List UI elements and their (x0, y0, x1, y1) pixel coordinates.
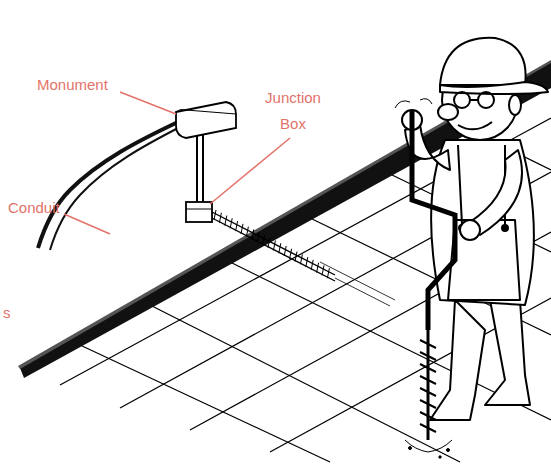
pavement-grid (60, 118, 551, 462)
worker-figure (402, 38, 548, 420)
part-label: Conduit (8, 199, 60, 217)
junction-box-symbol (186, 202, 212, 222)
part-label: Monument (37, 76, 108, 94)
conduit-wire (38, 122, 178, 248)
leader-line (64, 92, 290, 234)
part-label: Junction Box (260, 85, 326, 137)
cropped-label: s (3, 304, 11, 322)
loop-wire (212, 212, 395, 306)
brace-drill (395, 99, 455, 459)
monument-symbol (176, 102, 236, 202)
